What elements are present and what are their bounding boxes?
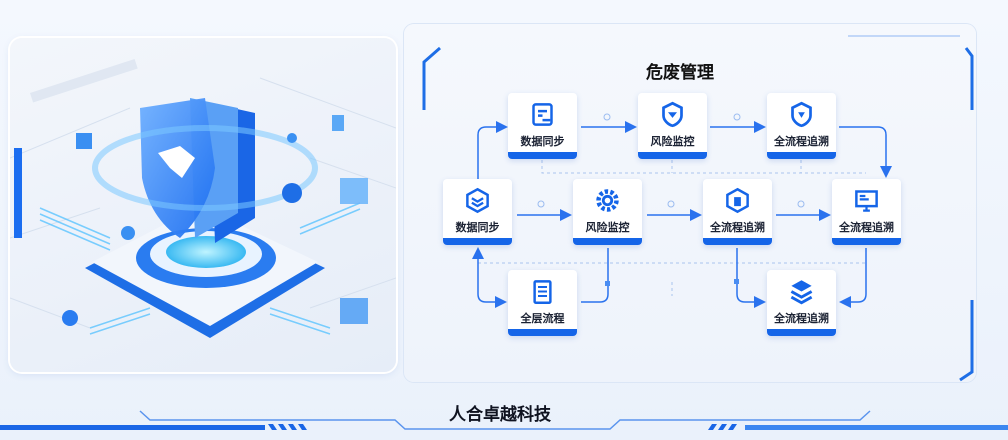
flow-node-data-sync[interactable]: 数据同步 [508,93,577,159]
node-label: 全流程追溯 [839,221,894,234]
gear-icon [596,189,619,212]
shield-platform-illustration [10,59,396,338]
node-label: 全流程追溯 [774,312,829,325]
flow-node-full-process[interactable]: 全层流程 [508,270,577,336]
hexagon-layers-icon [466,187,489,214]
diagram-title: 危废管理 [646,63,714,83]
illustration-panel [10,38,396,372]
layers-icon [790,280,813,305]
node-label: 全流程追溯 [774,135,829,148]
node-label: 数据同步 [455,221,500,234]
node-label: 全层流程 [520,312,565,325]
flow-node-risk-monitor-main[interactable]: 风险监控 [573,179,642,245]
flow-node-full-trace[interactable]: 全流程追溯 [767,93,836,159]
footer-banner-decoration [0,410,1008,430]
clipboard-icon [533,280,552,304]
node-label: 数据同步 [520,135,565,148]
node-label: 全流程追溯 [710,221,765,234]
flow-node-full-trace-layers[interactable]: 全流程追溯 [767,270,836,336]
node-label: 风险监控 [650,135,695,148]
shield-icon [662,101,683,128]
document-sync-icon [532,103,553,126]
flow-node-full-trace-main[interactable]: 全流程追溯 [703,179,772,245]
flow-node-full-trace-monitor[interactable]: 全流程追溯 [832,179,901,245]
company-name: 人合卓越科技 [449,405,551,425]
flow-node-data-sync-main[interactable]: 数据同步 [443,179,512,245]
flow-node-risk-monitor[interactable]: 风险监控 [638,93,707,159]
shield-icon [791,101,812,128]
node-label: 风险监控 [585,221,630,234]
monitor-icon [855,190,878,212]
hexagon-trash-icon [726,187,749,214]
